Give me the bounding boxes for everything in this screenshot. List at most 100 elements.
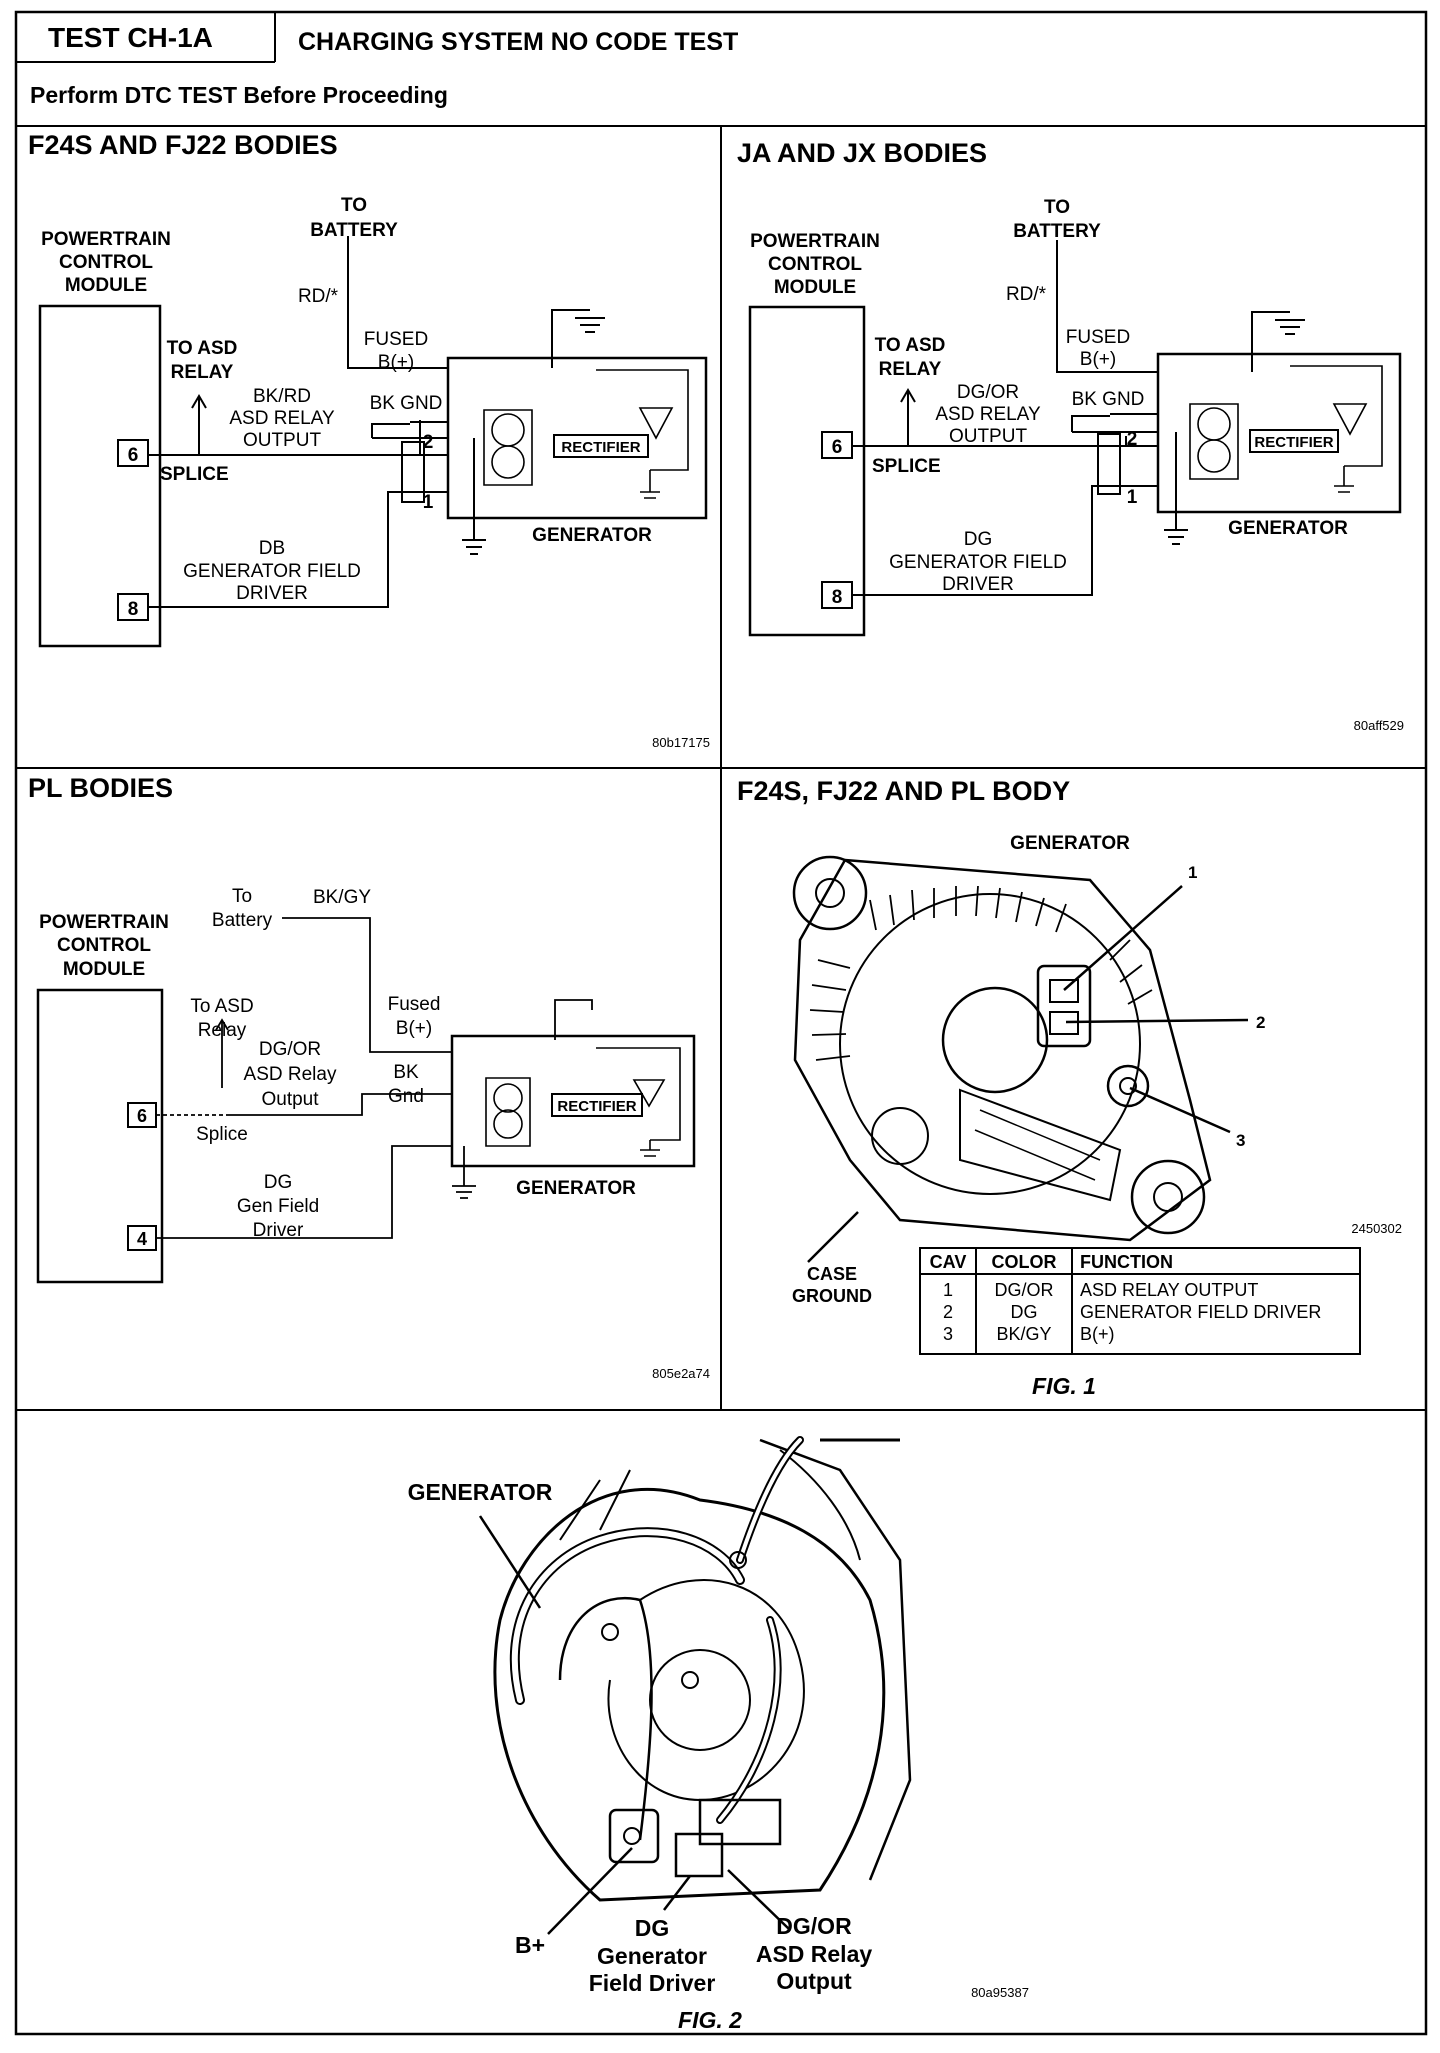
generator-label: GENERATOR bbox=[516, 1178, 636, 1199]
battery-label: To bbox=[232, 886, 252, 907]
wire-color-label: Output bbox=[261, 1089, 319, 1110]
figure-caption: FIG. 2 bbox=[678, 2007, 742, 2033]
terminal-label: 1 bbox=[1127, 487, 1138, 508]
wire-color-label: OUTPUT bbox=[949, 426, 1028, 447]
cav-table: CAV COLOR FUNCTION 1 DG/OR ASD RELAY OUT… bbox=[919, 1247, 1361, 1355]
battery-label: TO bbox=[341, 195, 367, 216]
wire-color-label: BK/RD bbox=[253, 386, 311, 407]
wire-color-label: RD/* bbox=[298, 286, 339, 307]
test-subtitle: Perform DTC TEST Before Proceeding bbox=[30, 82, 448, 108]
panel-title: F24S AND FJ22 BODIES bbox=[28, 130, 338, 160]
panel-f24s-fj22: F24S AND FJ22 BODIES POWERTRAIN CONTROL … bbox=[28, 130, 710, 750]
pcm-label: CONTROL bbox=[59, 252, 153, 273]
table-cell: DG bbox=[1011, 1302, 1038, 1322]
case-ground-label: GROUND bbox=[792, 1286, 872, 1306]
figure-caption: FIG. 1 bbox=[1032, 1373, 1096, 1399]
field-wire-label: Gen Field bbox=[237, 1196, 319, 1217]
asd-relay-label: TO ASD bbox=[875, 335, 946, 356]
pcm-label: MODULE bbox=[65, 275, 147, 296]
field-wire-label: DB bbox=[259, 538, 285, 559]
pcm-label: MODULE bbox=[774, 277, 856, 298]
terminal-callout: DG/OR bbox=[776, 1913, 852, 1939]
pin-label: 8 bbox=[128, 599, 139, 620]
panel-title: JA AND JX BODIES bbox=[737, 138, 987, 168]
field-wire-label: DRIVER bbox=[942, 574, 1014, 595]
generator-label: GENERATOR bbox=[1228, 518, 1348, 539]
callout-number: 2 bbox=[1256, 1013, 1265, 1032]
field-wire-label: DG bbox=[964, 529, 993, 550]
fused-label: FUSED bbox=[364, 329, 428, 350]
panel-title: F24S, FJ22 AND PL BODY bbox=[737, 776, 1070, 806]
wire-color-label: ASD Relay bbox=[244, 1064, 337, 1085]
panel-title: PL BODIES bbox=[28, 773, 173, 803]
terminal-callout: Field Driver bbox=[589, 1970, 716, 1996]
asd-relay-label: RELAY bbox=[879, 359, 942, 380]
field-wire-label: DRIVER bbox=[236, 583, 308, 604]
table-cell: BK/GY bbox=[996, 1324, 1051, 1344]
rectifier-label: RECTIFIER bbox=[557, 1098, 636, 1115]
pcm-box bbox=[36, 988, 164, 1284]
terminal-callout: Generator bbox=[597, 1943, 707, 1969]
callout-number: 3 bbox=[1236, 1131, 1245, 1150]
pcm-label: POWERTRAIN bbox=[41, 229, 171, 250]
pcm-label: MODULE bbox=[63, 959, 145, 980]
table-header: COLOR bbox=[992, 1252, 1057, 1272]
terminal-label: 2 bbox=[423, 432, 434, 453]
table-cell: ASD RELAY OUTPUT bbox=[1080, 1280, 1258, 1300]
asd-relay-label: Relay bbox=[198, 1020, 247, 1041]
pin-box bbox=[821, 581, 853, 609]
wire-color-label: DG/OR bbox=[259, 1039, 321, 1060]
ground-label: BK GND bbox=[1072, 389, 1145, 410]
terminal-callout: DG bbox=[635, 1915, 670, 1941]
figure-ref: 805e2a74 bbox=[652, 1366, 710, 1381]
wire-color-label: ASD RELAY bbox=[935, 404, 1041, 425]
panel-fig1: F24S, FJ22 AND PL BODY GENERATOR bbox=[737, 776, 1402, 1399]
generator-label: GENERATOR bbox=[532, 525, 652, 546]
wire-color-label: BK/GY bbox=[313, 887, 371, 908]
panel-ja-jx: JA AND JX BODIES POWERTRAIN CONTROL MODU… bbox=[737, 138, 1404, 733]
figure-ref: 80b17175 bbox=[652, 735, 710, 750]
fused-label: Fused bbox=[388, 994, 441, 1015]
splice-label: SPLICE bbox=[160, 464, 229, 485]
fins bbox=[809, 885, 1153, 1061]
wire-color-label: DG/OR bbox=[957, 382, 1019, 403]
rectifier-box bbox=[553, 434, 649, 458]
rectifier-box bbox=[1249, 429, 1339, 453]
pcm-label: CONTROL bbox=[768, 254, 862, 275]
table-cell: 2 bbox=[943, 1302, 953, 1322]
generator-box bbox=[1156, 352, 1402, 514]
fused-label: B(+) bbox=[378, 352, 414, 373]
terminal-callout: Output bbox=[776, 1968, 852, 1994]
callout-number: 1 bbox=[1188, 863, 1197, 882]
table-cell: 3 bbox=[943, 1324, 953, 1344]
terminal-callout: B+ bbox=[515, 1932, 545, 1958]
generator-label: GENERATOR bbox=[408, 1479, 553, 1505]
table-cell: B(+) bbox=[1080, 1324, 1115, 1344]
terminal-label: 2 bbox=[1127, 429, 1138, 450]
case-ground-label: CASE bbox=[807, 1264, 857, 1284]
rectifier-label: RECTIFIER bbox=[561, 439, 640, 456]
battery-label: Battery bbox=[212, 910, 273, 931]
pin-label: 6 bbox=[137, 1106, 147, 1126]
generator-illustration bbox=[792, 855, 1212, 1242]
pcm-label: POWERTRAIN bbox=[39, 912, 169, 933]
fused-label: FUSED bbox=[1066, 327, 1130, 348]
pin-box bbox=[117, 439, 149, 467]
pin-box bbox=[127, 1225, 157, 1251]
pcm-label: CONTROL bbox=[57, 935, 151, 956]
figure-ref: 2450302 bbox=[1351, 1221, 1402, 1236]
pcm-label: POWERTRAIN bbox=[750, 231, 880, 252]
battery-label: TO bbox=[1044, 197, 1070, 218]
page-frame bbox=[14, 10, 1428, 2036]
pin-label: 4 bbox=[137, 1229, 147, 1249]
pin-box bbox=[821, 431, 853, 459]
wire-color-label: RD/* bbox=[1006, 284, 1047, 305]
test-title: CHARGING SYSTEM NO CODE TEST bbox=[298, 28, 738, 56]
ground-label: BK GND bbox=[370, 393, 443, 414]
terminal-callout: ASD Relay bbox=[756, 1941, 873, 1967]
rectifier-box bbox=[551, 1093, 643, 1117]
field-wire-label: Driver bbox=[253, 1220, 304, 1241]
table-cell: 1 bbox=[943, 1280, 953, 1300]
wire-color-label: ASD RELAY bbox=[229, 408, 335, 429]
panel-pl: PL BODIES POWERTRAIN CONTROL MODULE 6 4 … bbox=[28, 773, 710, 1381]
